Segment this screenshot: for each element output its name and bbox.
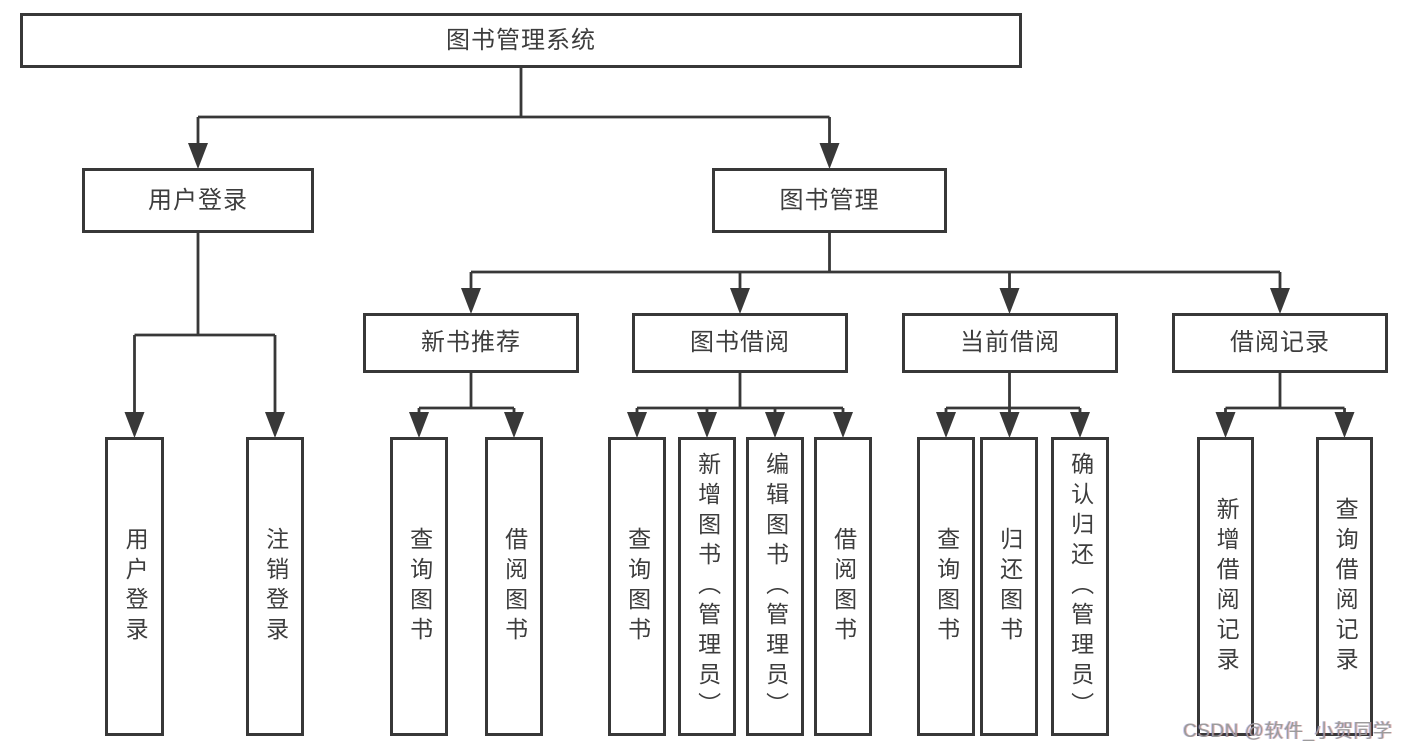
node-label: 新书推荐 bbox=[421, 329, 521, 356]
node-label: 注销登录 bbox=[262, 526, 289, 647]
leaf-logout: 注销登录 bbox=[246, 437, 304, 736]
leaf-confirm-return-admin: 确认归还（管理员） bbox=[1051, 437, 1109, 736]
node-label: 图书管理系统 bbox=[446, 26, 596, 54]
node-borrowing-records: 借阅记录 bbox=[1172, 313, 1388, 373]
node-label: 查询图书 bbox=[406, 526, 433, 647]
leaf-query-books-recommend: 查询图书 bbox=[390, 437, 448, 736]
node-label: 用户登录 bbox=[148, 186, 248, 214]
node-label: 新增借阅记录 bbox=[1213, 496, 1240, 677]
node-label: 用户登录 bbox=[122, 526, 149, 647]
csdn-watermark: CSDN @软件_小贺同学 bbox=[1183, 721, 1393, 742]
node-current-borrowing: 当前借阅 bbox=[902, 313, 1118, 373]
node-label: 查询图书 bbox=[933, 526, 960, 647]
node-book-borrowing: 图书借阅 bbox=[632, 313, 848, 373]
node-label: 借阅图书 bbox=[830, 526, 857, 647]
leaf-query-books-borrow: 查询图书 bbox=[608, 437, 666, 736]
node-label: 图书借阅 bbox=[690, 329, 790, 356]
node-label: 新增图书（管理员） bbox=[694, 451, 721, 722]
leaf-borrow-books: 借阅图书 bbox=[814, 437, 872, 736]
node-label: 借阅记录 bbox=[1230, 329, 1330, 356]
node-label: 编辑图书（管理员） bbox=[762, 451, 789, 722]
leaf-add-book-admin: 新增图书（管理员） bbox=[678, 437, 736, 736]
leaf-query-books-current: 查询图书 bbox=[917, 437, 975, 736]
leaf-return-book: 归还图书 bbox=[980, 437, 1038, 736]
node-new-book-recommend: 新书推荐 bbox=[363, 313, 579, 373]
node-label: 当前借阅 bbox=[960, 329, 1060, 356]
node-book-management: 图书管理 bbox=[712, 168, 947, 233]
leaf-edit-book-admin: 编辑图书（管理员） bbox=[746, 437, 804, 736]
node-label: 归还图书 bbox=[996, 526, 1023, 647]
node-label: 确认归还（管理员） bbox=[1067, 451, 1094, 722]
node-label: 借阅图书 bbox=[501, 526, 528, 647]
leaf-add-borrow-record: 新增借阅记录 bbox=[1197, 437, 1254, 736]
node-user-login-group: 用户登录 bbox=[82, 168, 314, 233]
leaf-query-borrow-record: 查询借阅记录 bbox=[1316, 437, 1373, 736]
leaf-borrow-books-recommend: 借阅图书 bbox=[485, 437, 543, 736]
node-label: 查询图书 bbox=[624, 526, 651, 647]
node-label: 图书管理 bbox=[779, 186, 880, 214]
node-library-system: 图书管理系统 bbox=[20, 13, 1022, 68]
node-label: 查询借阅记录 bbox=[1332, 496, 1359, 677]
leaf-user-login: 用户登录 bbox=[105, 437, 164, 736]
